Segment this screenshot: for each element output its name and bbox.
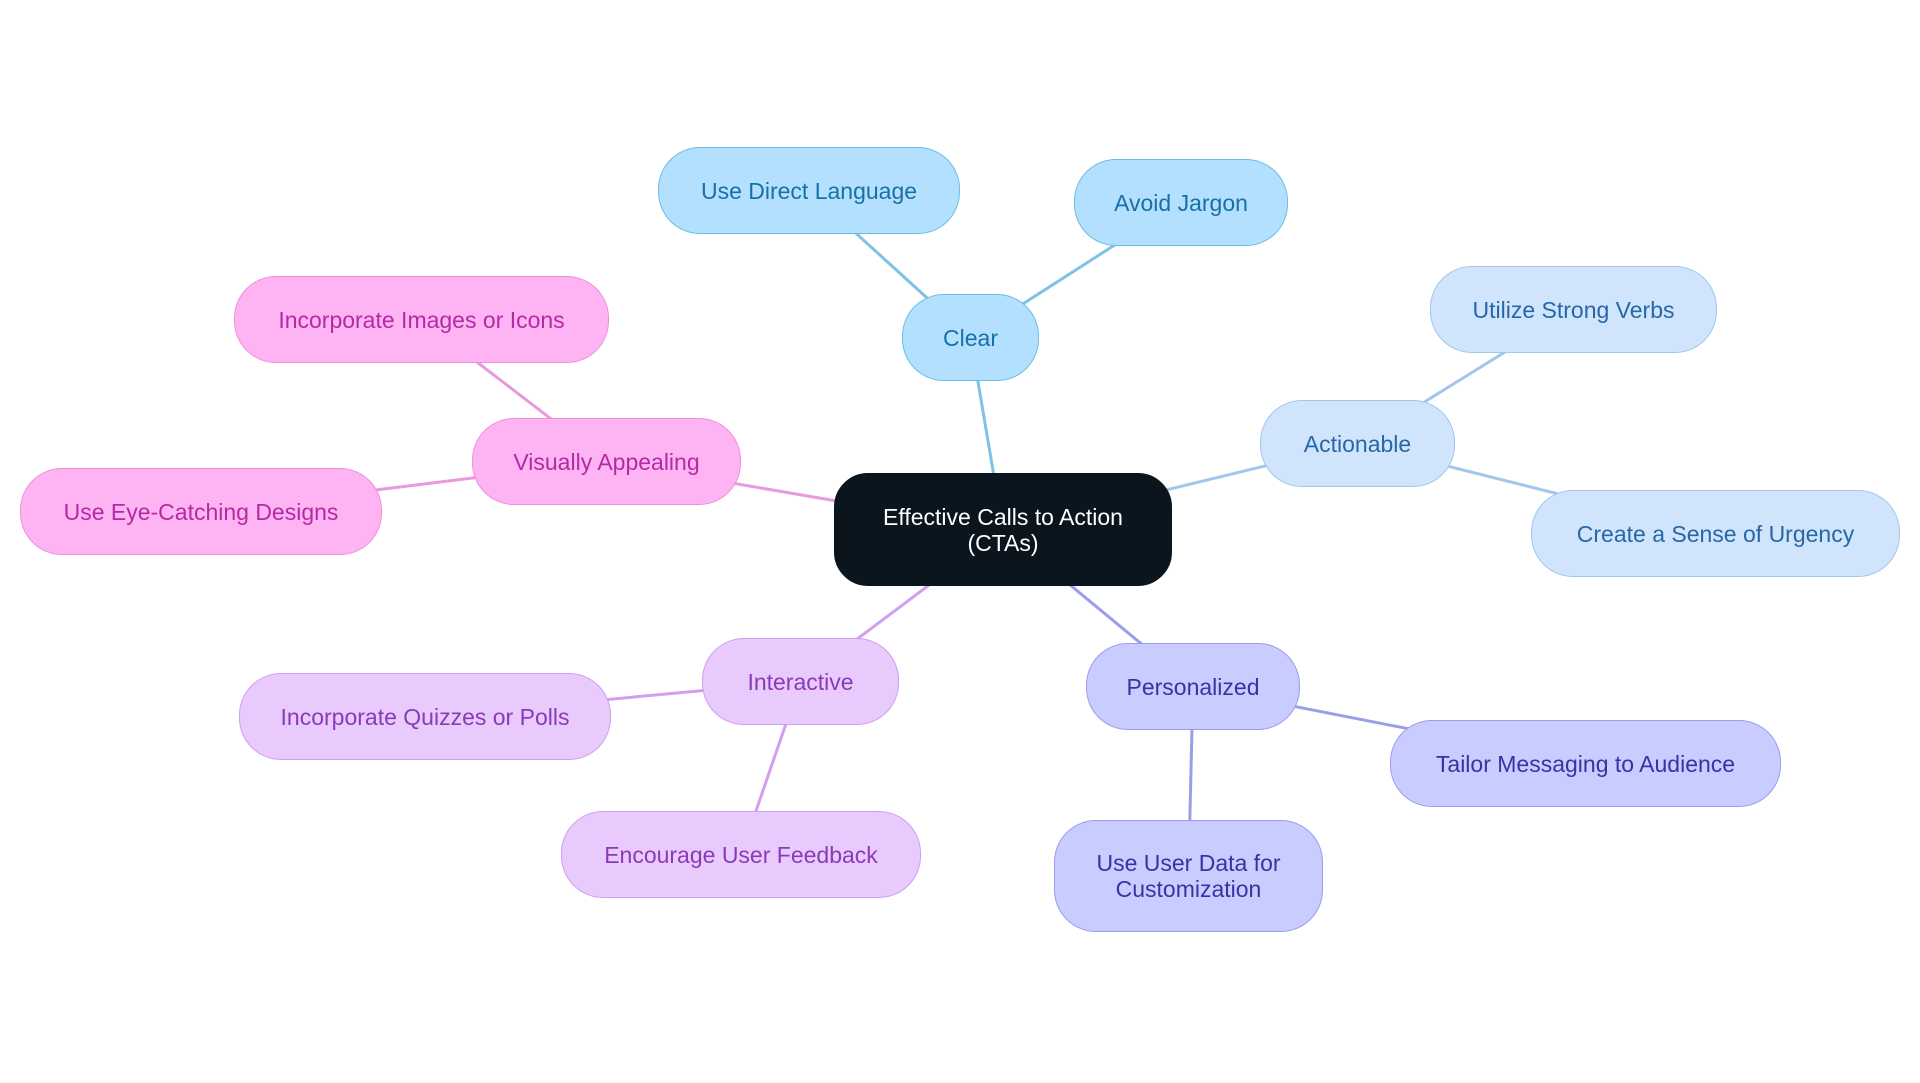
node-label-actionable: Actionable: [1303, 430, 1412, 457]
node-tailor-messaging-to-audience: Tailor Messaging to Audience: [1390, 720, 1781, 807]
node-create-a-sense-of-urgency: Create a Sense of Urgency: [1531, 490, 1900, 577]
node-label-use-direct-language: Use Direct Language: [700, 177, 918, 204]
node-personalized: Personalized: [1086, 643, 1300, 730]
node-use-direct-language: Use Direct Language: [658, 147, 960, 234]
node-interactive: Interactive: [702, 638, 899, 725]
node-incorporate-images-or-icons: Incorporate Images or Icons: [234, 276, 609, 363]
node-label-interactive: Interactive: [747, 668, 854, 695]
node-label-tailor-messaging-to-audience: Tailor Messaging to Audience: [1435, 750, 1736, 777]
node-label-root: Effective Calls to Action (CTAs): [883, 503, 1123, 556]
node-label-use-eye-catching-designs: Use Eye-Catching Designs: [63, 498, 339, 525]
node-utilize-strong-verbs: Utilize Strong Verbs: [1430, 266, 1717, 353]
node-label-encourage-user-feedback: Encourage User Feedback: [604, 841, 878, 868]
node-label-incorporate-images-or-icons: Incorporate Images or Icons: [278, 306, 565, 333]
node-actionable: Actionable: [1260, 400, 1455, 487]
node-label-utilize-strong-verbs: Utilize Strong Verbs: [1472, 296, 1675, 323]
node-incorporate-quizzes-or-polls: Incorporate Quizzes or Polls: [239, 673, 611, 760]
node-avoid-jargon: Avoid Jargon: [1074, 159, 1288, 246]
node-label-visually-appealing: Visually Appealing: [513, 448, 700, 475]
node-use-user-data-for-customization: Use User Data for Customization: [1054, 820, 1323, 932]
node-label-personalized: Personalized: [1126, 673, 1260, 700]
node-label-clear: Clear: [943, 324, 998, 351]
node-root: Effective Calls to Action (CTAs): [834, 473, 1172, 586]
node-visually-appealing: Visually Appealing: [472, 418, 741, 505]
node-label-create-a-sense-of-urgency: Create a Sense of Urgency: [1576, 520, 1855, 547]
node-label-incorporate-quizzes-or-polls: Incorporate Quizzes or Polls: [280, 703, 570, 730]
node-encourage-user-feedback: Encourage User Feedback: [561, 811, 921, 898]
node-label-use-user-data-for-customization: Use User Data for Customization: [1096, 850, 1281, 902]
node-label-avoid-jargon: Avoid Jargon: [1114, 189, 1248, 216]
node-use-eye-catching-designs: Use Eye-Catching Designs: [20, 468, 382, 555]
node-clear: Clear: [902, 294, 1039, 381]
